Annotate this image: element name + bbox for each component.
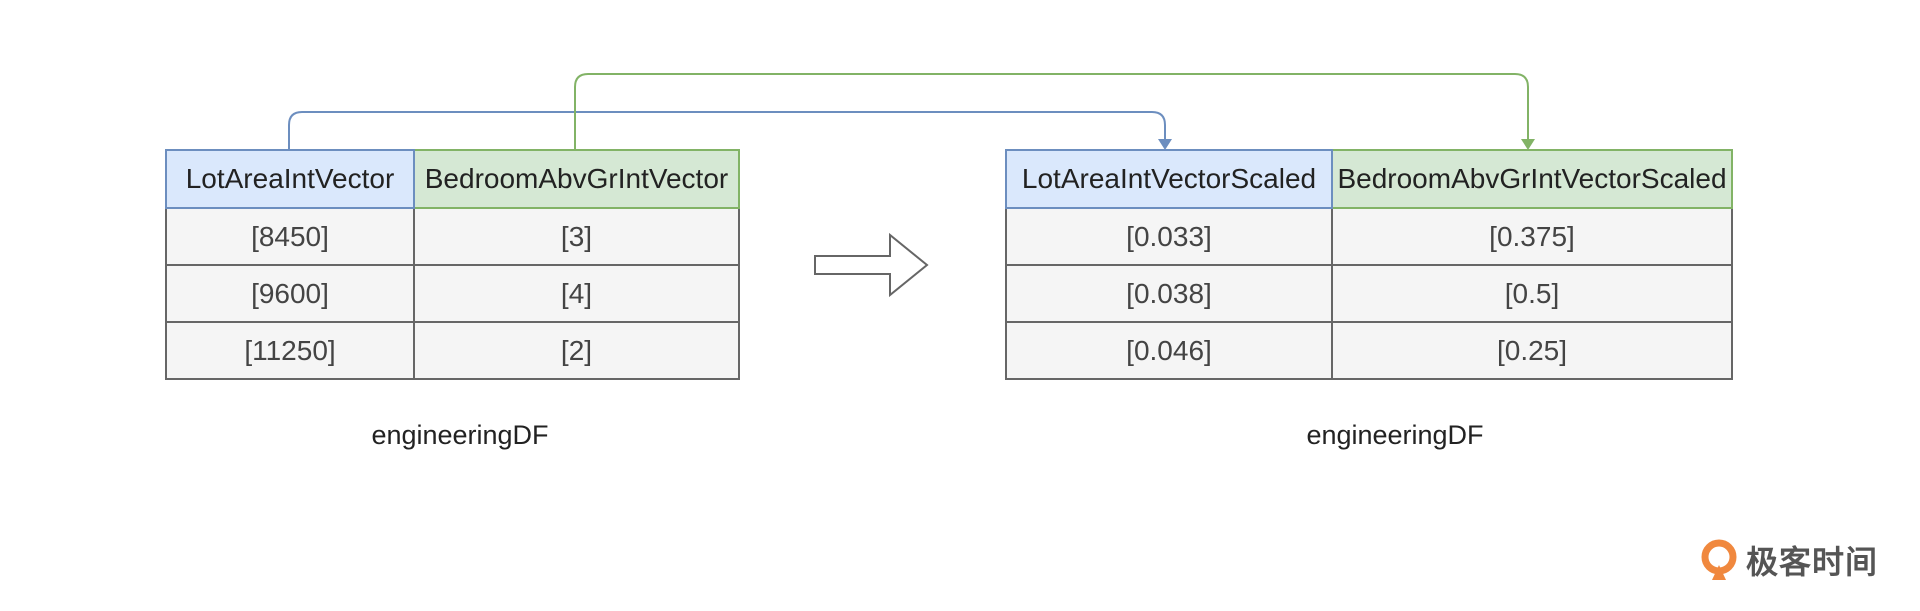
table-cell: [2] (413, 321, 740, 380)
column-header-bedroom-scaled: BedroomAbvGrIntVectorScaled (1331, 149, 1733, 209)
table-cell: [0.038] (1005, 264, 1333, 323)
bedroom-connector-line (574, 73, 1529, 149)
table-row: [11250] [2] (165, 321, 740, 380)
table-cell: [9600] (165, 264, 415, 323)
table-cell: [0.5] (1331, 264, 1733, 323)
table-row: [0.038] [0.5] (1005, 264, 1733, 323)
table-cell: [0.046] (1005, 321, 1333, 380)
column-header-lotarea: LotAreaIntVector (165, 149, 415, 209)
table-cell: [11250] (165, 321, 415, 380)
table-header-row: LotAreaIntVector BedroomAbvGrIntVector (165, 149, 740, 209)
transform-arrow-icon (814, 232, 929, 298)
table-cell: [0.25] (1331, 321, 1733, 380)
logo-text: 极客时间 (1746, 544, 1879, 580)
table-row: [0.033] [0.375] (1005, 207, 1733, 266)
table-row: [8450] [3] (165, 207, 740, 266)
table-cell: [0.375] (1331, 207, 1733, 266)
right-table-caption: engineeringDF (1306, 420, 1484, 450)
geekbang-logo: 极客时间 (1700, 537, 1878, 583)
table-header-row: LotAreaIntVectorScaled BedroomAbvGrIntVe… (1005, 149, 1733, 209)
table-cell: [4] (413, 264, 740, 323)
geekbang-logo-icon (1701, 539, 1737, 580)
left-dataframe-table: LotAreaIntVector BedroomAbvGrIntVector [… (165, 149, 740, 380)
column-header-lotarea-scaled: LotAreaIntVectorScaled (1005, 149, 1333, 209)
lotarea-connector-line (288, 111, 1166, 149)
table-cell: [3] (413, 207, 740, 266)
column-header-bedroom: BedroomAbvGrIntVector (413, 149, 740, 209)
right-dataframe-table: LotAreaIntVectorScaled BedroomAbvGrIntVe… (1005, 149, 1733, 380)
table-cell: [0.033] (1005, 207, 1333, 266)
left-table-caption: engineeringDF (371, 420, 549, 450)
table-row: [9600] [4] (165, 264, 740, 323)
table-cell: [8450] (165, 207, 415, 266)
table-row: [0.046] [0.25] (1005, 321, 1733, 380)
